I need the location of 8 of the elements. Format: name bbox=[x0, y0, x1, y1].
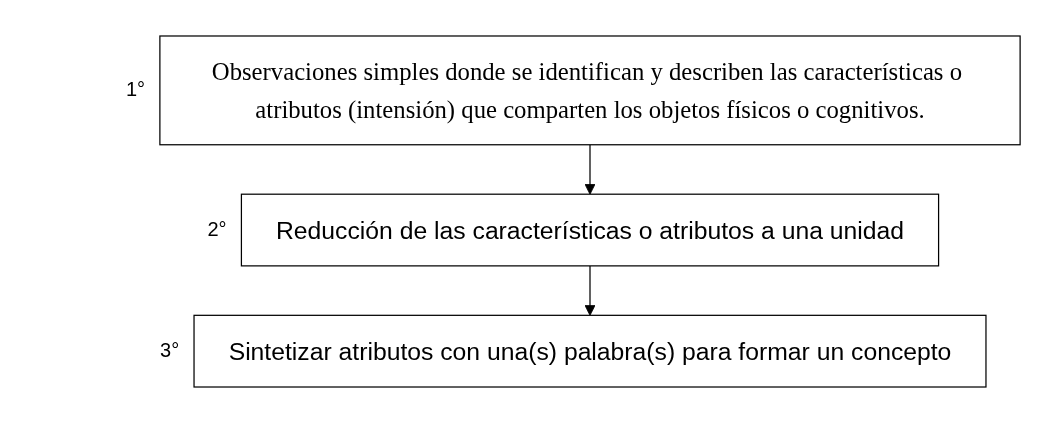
step-number: 2° bbox=[207, 218, 227, 242]
node-box: Sintetizar atributos con una(s) palabra(s) para formar un concepto bbox=[193, 314, 987, 388]
step-number: 1° bbox=[125, 78, 145, 102]
node-box: Reducción de las características o atributos a una unidad bbox=[240, 193, 940, 267]
step-number: 3° bbox=[160, 339, 180, 363]
node-box: Observaciones simples donde se identifican y describen las características o atributos (intensión) que comparten los objetos físicos o cognitivos. bbox=[159, 35, 1021, 146]
arrow bbox=[584, 144, 596, 195]
arrow bbox=[584, 265, 596, 316]
